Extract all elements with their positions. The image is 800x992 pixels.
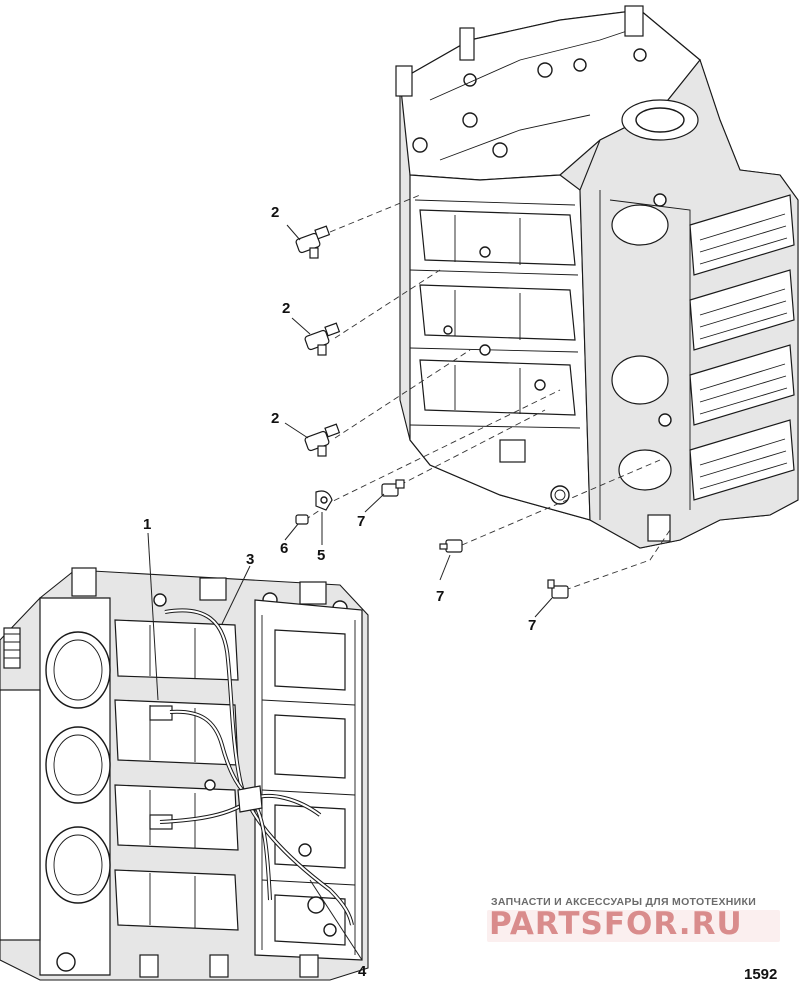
watermark-brand: PARTSFOR.RU	[489, 906, 743, 942]
fitting-7c	[547, 579, 569, 599]
elbow-fitting-2a	[295, 225, 331, 259]
callout-7: 7	[357, 513, 366, 530]
callout-2: 2	[271, 410, 280, 427]
screw-6	[295, 514, 309, 525]
hose-routing	[159, 608, 354, 926]
elbow-fitting-2c	[304, 423, 341, 457]
watermark-emblem	[487, 910, 780, 942]
upper-cylinder-block	[395, 5, 799, 549]
figure-number: 1592	[744, 966, 778, 983]
callout-4: 4	[358, 963, 367, 980]
callout-5: 5	[317, 547, 326, 564]
clamp-5	[315, 490, 333, 511]
callout-6: 6	[280, 540, 289, 557]
callout-7: 7	[528, 617, 537, 634]
fitting-7b	[439, 539, 463, 553]
callout-3: 3	[246, 551, 255, 568]
callout-leaders	[147, 224, 553, 961]
elbow-fitting-2b	[304, 322, 341, 356]
callout-1: 1	[143, 516, 152, 533]
watermark-subtitle: ЗАПЧАСТИ И АКСЕССУАРЫ ДЛЯ МОТОТЕХНИКИ	[491, 896, 757, 908]
callout-7: 7	[436, 588, 445, 605]
installation-lines-upper	[304, 194, 671, 591]
callout-2: 2	[271, 204, 280, 221]
callout-2: 2	[282, 300, 291, 317]
fitting-7a	[381, 479, 405, 497]
fitting-parts-upper	[295, 225, 569, 599]
lower-cylinder-block	[0, 567, 369, 981]
